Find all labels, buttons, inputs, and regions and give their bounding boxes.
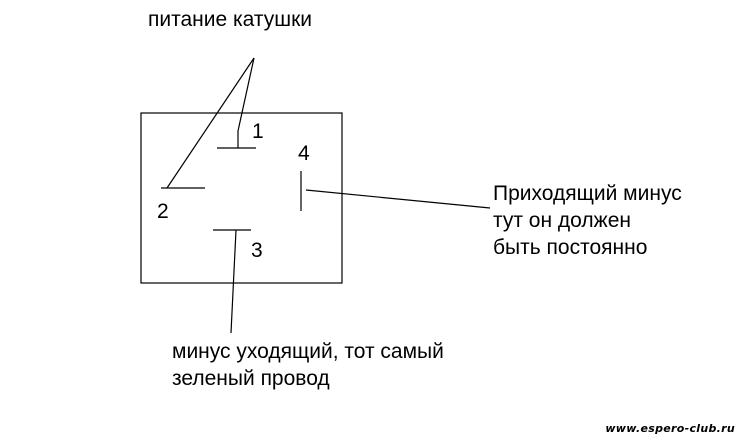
pin2-number: 2 — [157, 200, 169, 223]
site-watermark: www.espero-club.ru — [605, 422, 735, 435]
pin3-number: 3 — [251, 239, 263, 262]
outgoing-minus-line-2: зеленый провод — [172, 367, 330, 390]
incoming-minus-line-2: тут он должен — [493, 209, 631, 232]
incoming-minus-line-1: Приходящий минус — [493, 182, 682, 205]
coil-power-label: питание катушки — [148, 8, 312, 31]
coil-leader-pin2 — [166, 57, 255, 189]
relay-body — [140, 112, 343, 284]
outgoing-minus-line-1: минус уходящий, тот самый — [172, 340, 444, 363]
pin4-number: 4 — [298, 142, 310, 165]
incoming-minus-leader — [305, 189, 491, 209]
incoming-minus-line-3: быть постоянно — [493, 236, 648, 259]
outgoing-minus-leader — [230, 229, 237, 334]
pin1-number: 1 — [252, 120, 264, 143]
coil-leader-pin1 — [237, 57, 255, 132]
